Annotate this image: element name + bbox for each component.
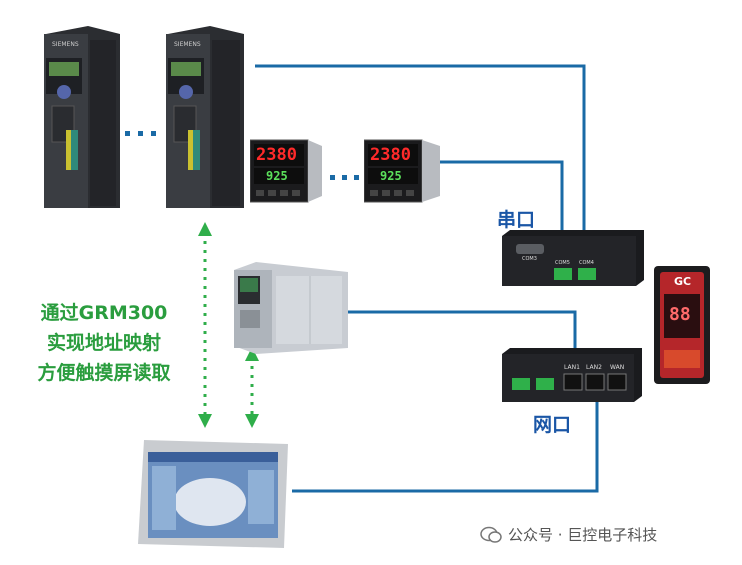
- port-lan1-label: LAN1: [564, 364, 580, 371]
- hmi-touchscreen: [138, 440, 288, 548]
- gateway-network: LAN1 LAN2 WAN: [502, 348, 642, 402]
- caption-line-3: 方便触摸屏读取: [37, 362, 171, 384]
- temp-controller-2-sv: 925: [380, 169, 402, 183]
- wechat-icon: [480, 526, 502, 543]
- side-device-logo: GC: [674, 275, 692, 288]
- temp-controller-2: 2380 925: [364, 138, 440, 204]
- inverter-1: SIEMENS: [38, 22, 120, 208]
- temp-controller-1: 2380 925: [250, 138, 322, 204]
- inverter-2: SIEMENS: [160, 22, 244, 208]
- temp-controller-1-sv: 925: [266, 169, 288, 183]
- port-com3-label: COM3: [522, 256, 537, 262]
- svg-text:SIEMENS: SIEMENS: [52, 41, 79, 48]
- line-controller-to-serial: [440, 160, 564, 238]
- port-lan2-label: LAN2: [586, 364, 602, 371]
- serial-label: 串口: [497, 209, 536, 231]
- line-plc-to-network: [345, 310, 577, 348]
- side-device: GC 88: [654, 266, 710, 384]
- svg-text:SIEMENS: SIEMENS: [174, 41, 201, 48]
- line-hmi-to-network: [292, 400, 599, 493]
- watermark: 公众号 · 巨控电子科技: [480, 524, 657, 545]
- plc: [226, 262, 348, 354]
- temp-controller-1-pv: 2380: [256, 145, 297, 165]
- gateway-serial: COM3 COM5 COM4: [502, 230, 644, 286]
- dotted-arrow-plc-hmi: [245, 347, 259, 428]
- port-com5-label: COM5: [555, 260, 570, 266]
- caption-line-2: 实现地址映射: [46, 332, 161, 354]
- ellipsis-controllers: [330, 175, 359, 180]
- caption: 通过GRM300 实现地址映射 方便触摸屏读取: [14, 298, 194, 388]
- dotted-arrow-inverter-hmi: [198, 222, 212, 428]
- caption-line-1: 通过GRM300: [40, 302, 168, 324]
- network-label: 网口: [533, 414, 572, 436]
- port-com4-label: COM4: [579, 260, 594, 266]
- ellipsis-inverters: [125, 131, 156, 136]
- line-inverter-to-serial: [255, 64, 586, 238]
- port-wan-label: WAN: [610, 364, 625, 371]
- watermark-text: 公众号 · 巨控电子科技: [508, 526, 658, 544]
- temp-controller-2-pv: 2380: [370, 145, 411, 165]
- side-device-digits: 88: [669, 304, 691, 325]
